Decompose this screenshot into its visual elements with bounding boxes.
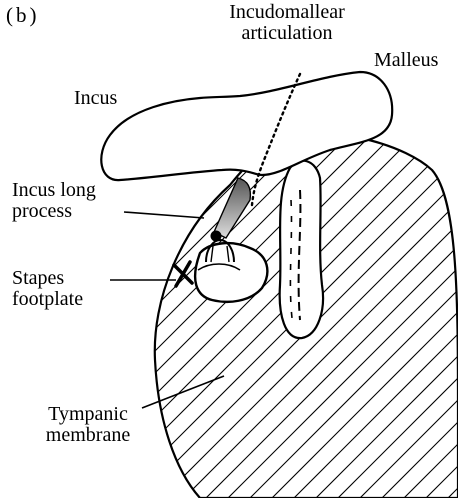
stapes-footplate-mark (174, 262, 192, 286)
tympanic-membrane-line2: membrane (18, 425, 158, 446)
incudomallear-label: Incudomallear articulation (212, 2, 362, 44)
incus-long-process-line1: Incus long (12, 180, 96, 201)
oval-window-outline (195, 243, 267, 302)
stapes-footplate-line1: Stapes (12, 268, 83, 289)
incus-long-process-shape (214, 178, 250, 238)
incus-long-process-label: Incus long process (12, 180, 96, 222)
incudomallear-label-line2: articulation (212, 23, 362, 44)
incus-long-process-leader (124, 212, 204, 218)
incudomallear-label-line1: Incudomallear (212, 2, 362, 23)
malleus-handle-shape (280, 161, 323, 338)
tympanic-membrane-line1: Tympanic (18, 404, 158, 425)
hatch-line (382, 0, 458, 498)
leader-lines (110, 212, 224, 408)
tympanic-membrane-label: Tympanic membrane (18, 404, 158, 446)
stapes-footplate-label: Stapes footplate (12, 268, 83, 310)
panel-label: (b) (6, 3, 40, 28)
incus-label: Incus (74, 88, 117, 109)
incus-long-process-line2: process (12, 201, 96, 222)
stapes-footplate-line2: footplate (12, 289, 83, 310)
malleus-label: Malleus (374, 50, 438, 71)
incus-body-shape (101, 72, 392, 180)
